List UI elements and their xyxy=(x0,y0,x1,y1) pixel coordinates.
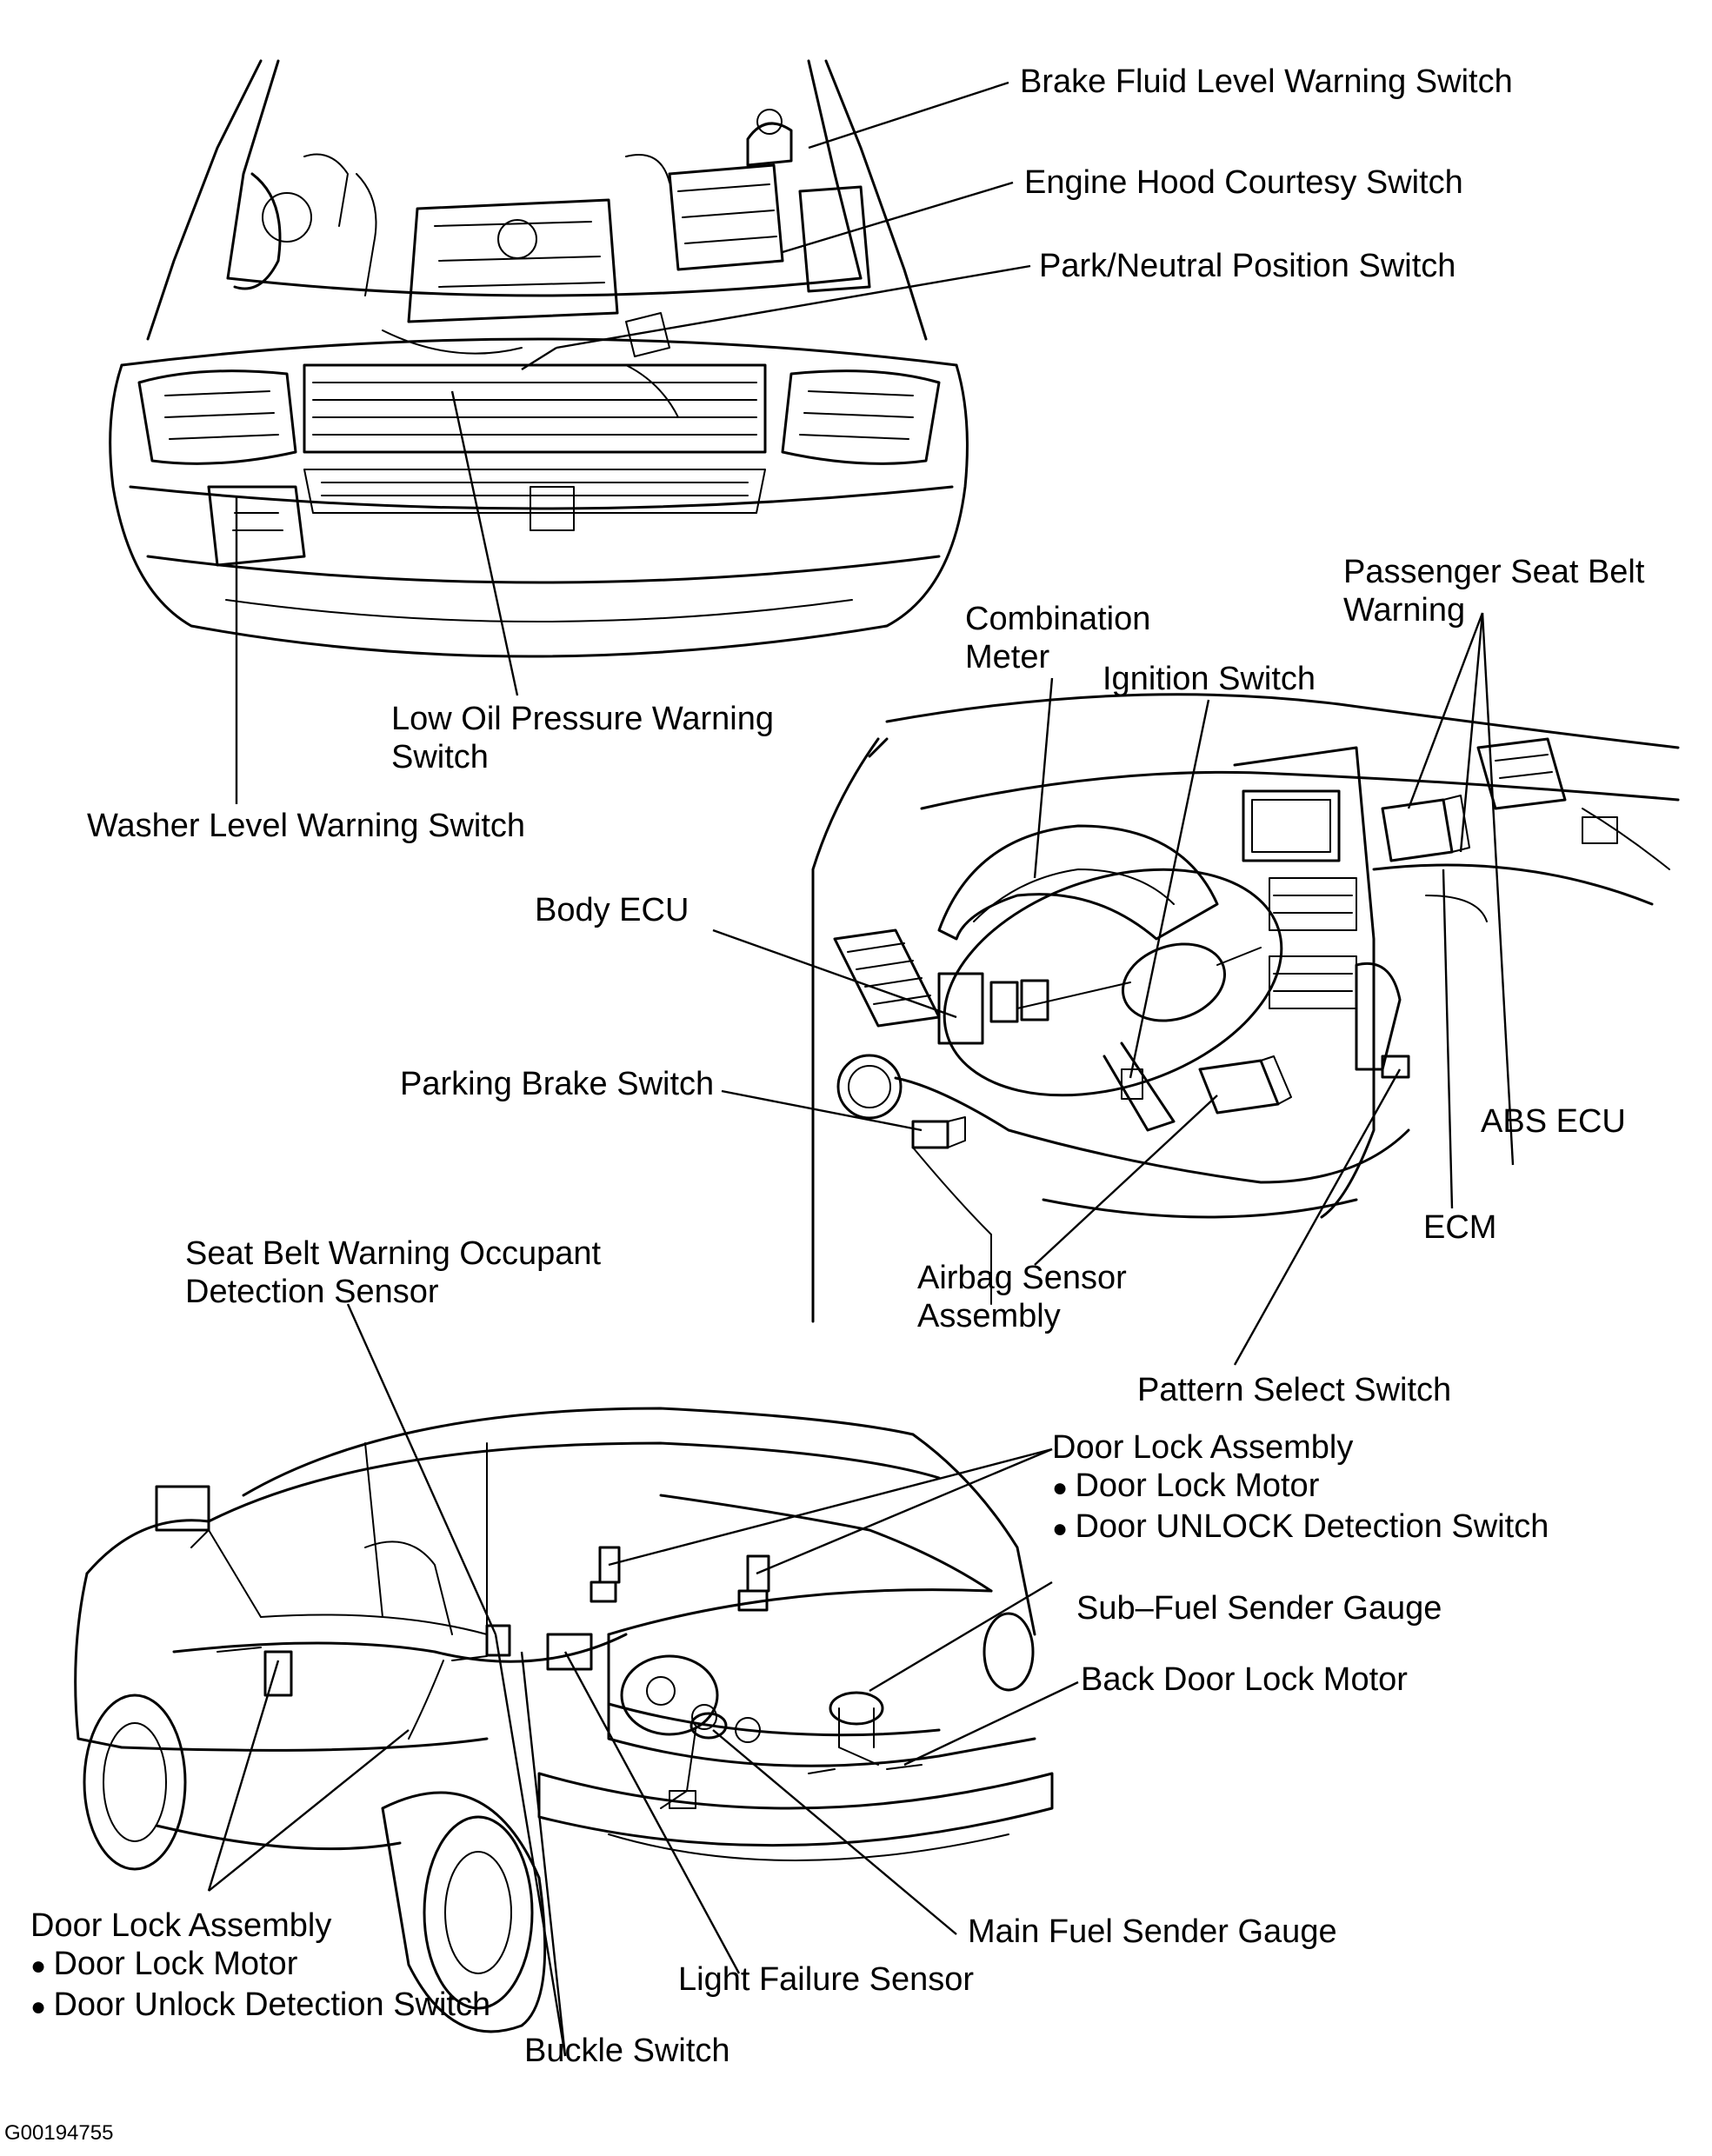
figure-code: G00194755 xyxy=(4,2121,114,2145)
park-neutral-position-switch-label: Park/Neutral Position Switch xyxy=(1039,248,1456,284)
light-failure-sensor-label: Light Failure Sensor xyxy=(678,1961,975,1998)
dashboard-drawing xyxy=(811,693,1680,1323)
rear-door-lock-motor: Door Lock Motor xyxy=(1052,1467,1549,1507)
occupant-line-1: Seat Belt Warning Occupant xyxy=(185,1235,602,1272)
front-door-unlock-switch: Door Unlock Detection Switch xyxy=(30,1986,490,2026)
pattern-select-switch-label: Pattern Select Switch xyxy=(1137,1372,1452,1408)
passenger-belt-line-1: Passenger Seat Belt xyxy=(1343,554,1645,590)
low-oil-pressure-warning-switch-label: Low Oil Pressure Warning Switch xyxy=(391,700,774,776)
rear-door-lock-title: Door Lock Assembly xyxy=(1052,1429,1354,1466)
airbag-line-1: Airbag Sensor xyxy=(917,1260,1127,1296)
main-fuel-sender-gauge-label: Main Fuel Sender Gauge xyxy=(968,1913,1337,1950)
airbag-line-2: Assembly xyxy=(917,1298,1061,1334)
front-door-lock-motor: Door Lock Motor xyxy=(30,1945,490,1986)
front-door-lock-assembly-label: Door Lock Assembly Door Lock Motor Door … xyxy=(30,1906,490,2026)
passenger-belt-line-2: Warning xyxy=(1343,592,1466,629)
brake-fluid-level-warning-switch-label: Brake Fluid Level Warning Switch xyxy=(1020,63,1513,100)
combination-line-2: Meter xyxy=(965,639,1050,675)
parking-brake-switch-label: Parking Brake Switch xyxy=(400,1066,715,1102)
engine-bay-drawing xyxy=(109,59,969,658)
abs-ecu-label: ABS ECU xyxy=(1481,1103,1626,1140)
engine-hood-courtesy-switch-label: Engine Hood Courtesy Switch xyxy=(1024,164,1463,201)
combination-meter-label: Combination Meter xyxy=(965,600,1150,676)
washer-level-warning-switch-label: Washer Level Warning Switch xyxy=(87,808,526,844)
front-door-lock-title: Door Lock Assembly xyxy=(30,1907,332,1944)
buckle-switch-label: Buckle Switch xyxy=(524,2033,730,2069)
rear-door-lock-assembly-label: Door Lock Assembly Door Lock Motor Door … xyxy=(1052,1428,1549,1548)
airbag-sensor-assembly-label: Airbag Sensor Assembly xyxy=(917,1259,1127,1335)
back-door-lock-motor-label: Back Door Lock Motor xyxy=(1081,1661,1408,1698)
body-ecu-label: Body ECU xyxy=(535,892,689,928)
combination-line-1: Combination xyxy=(965,601,1151,637)
low-oil-line-1: Low Oil Pressure Warning xyxy=(391,701,774,737)
rear-door-unlock-switch: Door UNLOCK Detection Switch xyxy=(1052,1507,1549,1548)
ignition-switch-label: Ignition Switch xyxy=(1102,661,1316,697)
low-oil-line-2: Switch xyxy=(391,739,489,775)
sub-fuel-sender-gauge-label: Sub–Fuel Sender Gauge xyxy=(1076,1590,1442,1627)
occupant-line-2: Detection Sensor xyxy=(185,1274,439,1310)
ecm-label: ECM xyxy=(1423,1209,1497,1246)
passenger-seat-belt-warning-label: Passenger Seat Belt Warning xyxy=(1343,553,1644,629)
seat-belt-warning-occupant-detection-sensor-label: Seat Belt Warning Occupant Detection Sen… xyxy=(185,1234,601,1311)
leader-lines xyxy=(207,81,1515,2057)
